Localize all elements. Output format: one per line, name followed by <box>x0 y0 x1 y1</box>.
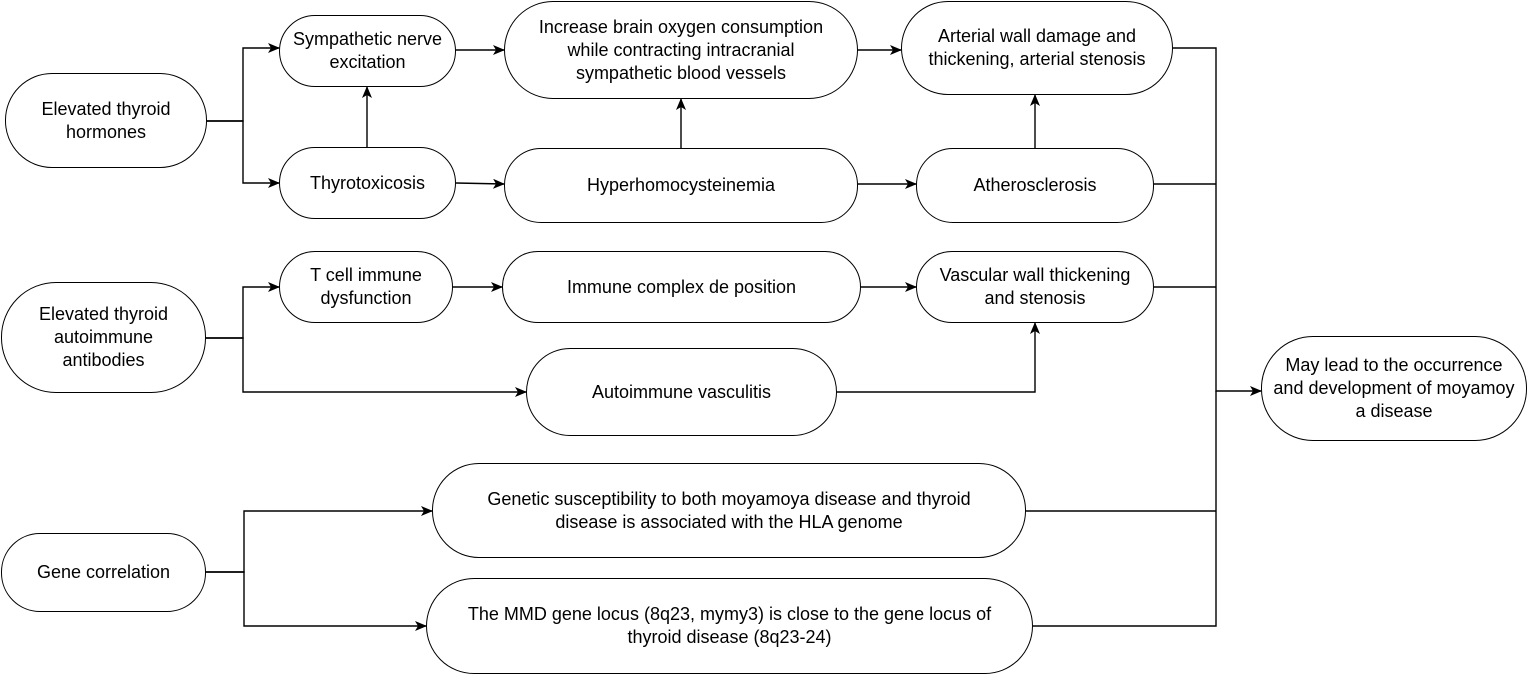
node-elevated-thyroid-hormones: Elevated thyroid hormones <box>5 73 207 168</box>
edge-gene-correlation-to-mmd-locus <box>206 571 427 631</box>
node-hyperhomocysteinemia: Hyperhomocysteinemia <box>504 148 858 223</box>
node-brain-oxygen: Increase brain oxygen consumption while … <box>504 1 858 99</box>
edge-elevated-thyroid-hormones-to-thyrotoxicosis <box>207 120 280 188</box>
node-vascular-thickening: Vascular wall thickening and stenosis <box>916 251 1154 323</box>
edge-elevated-autoimmune-antibodies-to-t-cell <box>206 282 280 339</box>
edge-elevated-autoimmune-antibodies-to-autoimmune-vasculitis <box>206 337 527 397</box>
edge-arterial-damage-to-outcome <box>1173 47 1262 396</box>
node-t-cell: T cell immune dysfunction <box>279 251 453 323</box>
edge-thyrotoxicosis-to-hyperhomocysteinemia <box>455 178 505 189</box>
node-sympathetic-excitation: Sympathetic nerve excitation <box>279 15 456 87</box>
node-genetic-hla: Genetic susceptibility to both moyamoya … <box>432 463 1026 558</box>
node-autoimmune-vasculitis: Autoimmune vasculitis <box>526 348 837 436</box>
edge-gene-correlation-to-genetic-hla <box>206 506 433 573</box>
node-arterial-damage: Arterial wall damage and thickening, art… <box>901 1 1173 95</box>
node-mmd-locus: The MMD gene locus (8q23, mymy3) is clos… <box>426 578 1033 674</box>
node-elevated-autoimmune-antibodies: Elevated thyroid autoimmune antibodies <box>1 282 206 393</box>
edge-autoimmune-vasculitis-to-vascular-thickening <box>837 322 1040 393</box>
edge-elevated-thyroid-hormones-to-sympathetic-excitation <box>207 43 280 122</box>
edge-mmd-locus-to-outcome <box>1033 391 1217 627</box>
node-immune-complex: Immune complex de position <box>502 251 861 323</box>
node-outcome: May lead to the occurrence and developme… <box>1261 336 1527 441</box>
node-thyrotoxicosis: Thyrotoxicosis <box>279 147 456 219</box>
node-atherosclerosis: Atherosclerosis <box>916 148 1154 223</box>
node-gene-correlation: Gene correlation <box>1 533 206 612</box>
